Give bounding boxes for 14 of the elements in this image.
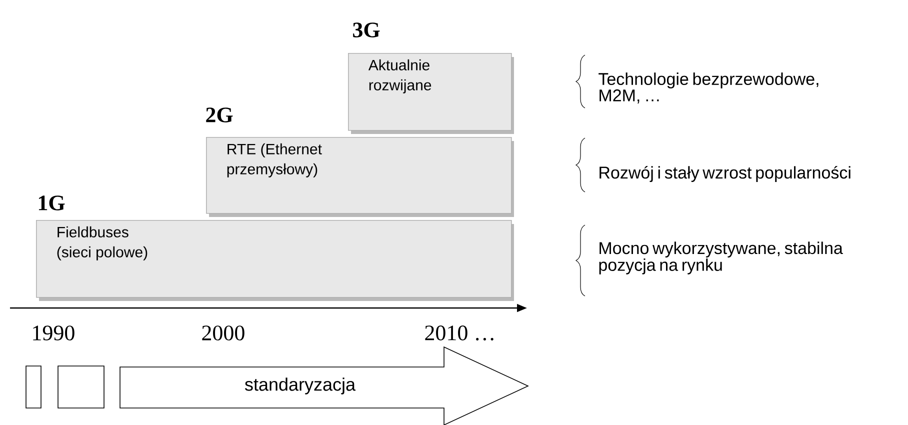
level-box: RTE (Ethernet przemysłowy) bbox=[206, 137, 514, 217]
generation-heading: 3G bbox=[353, 22, 380, 38]
empty-box bbox=[58, 366, 104, 408]
year-label: 2000 bbox=[202, 326, 244, 340]
generation-heading: 1G bbox=[38, 196, 65, 210]
description-text: Mocno wykorzystywane, stabilna pozycja na rynku bbox=[599, 242, 843, 274]
description-text: Rozwój i stały wzrost popularności bbox=[600, 166, 850, 182]
year-label: 2010 … bbox=[425, 326, 494, 340]
empty-box bbox=[26, 366, 42, 408]
generation-heading: 2G bbox=[206, 108, 233, 122]
description-text: Technologie bezprzewodowe, M2M, … bbox=[598, 72, 818, 104]
level-box: Aktualnie rozwijane bbox=[348, 53, 514, 134]
year-label: 1990 bbox=[33, 326, 74, 340]
level-box: Fieldbuses (sieci polowe) bbox=[36, 220, 514, 301]
